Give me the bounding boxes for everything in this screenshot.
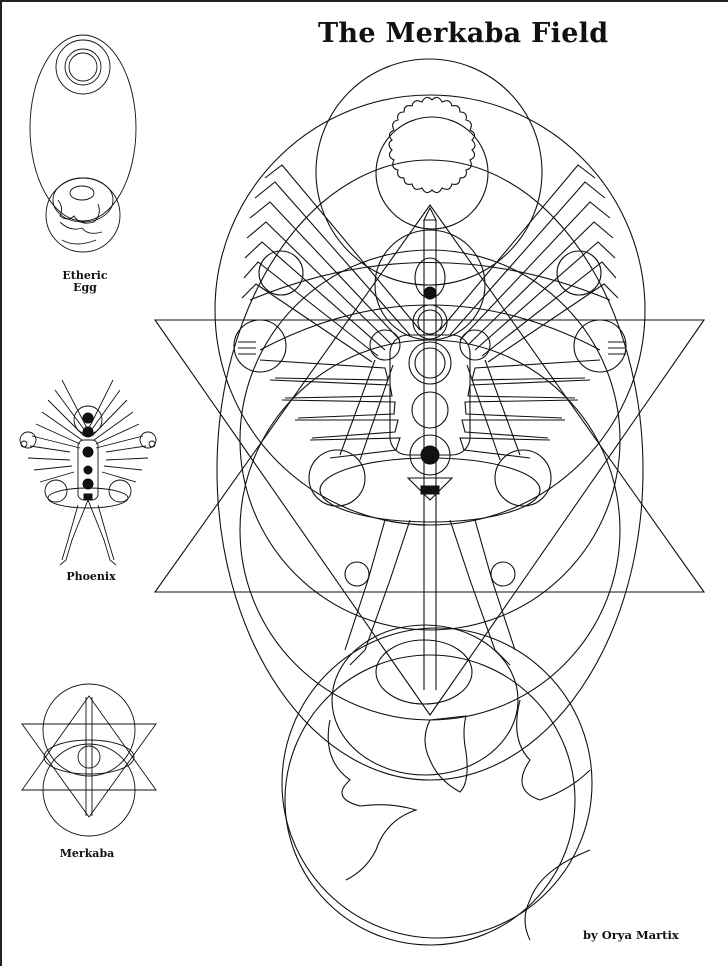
page-title: The Merkaba Field xyxy=(318,18,609,49)
etheric-egg-label-line1: Etheric xyxy=(62,269,108,282)
etheric-egg-figure xyxy=(29,34,137,253)
phoenix-label: Phoenix xyxy=(66,570,116,583)
main-merkaba-field xyxy=(153,58,706,946)
phoenix-figure xyxy=(19,379,157,566)
merkaba-label: Merkaba xyxy=(59,847,115,860)
etheric-egg-label: Etheric Egg xyxy=(50,270,120,294)
merkaba-figure xyxy=(21,683,157,837)
author-credit: by Orya Martix xyxy=(583,928,679,942)
etheric-egg-label-line2: Egg xyxy=(73,281,97,294)
